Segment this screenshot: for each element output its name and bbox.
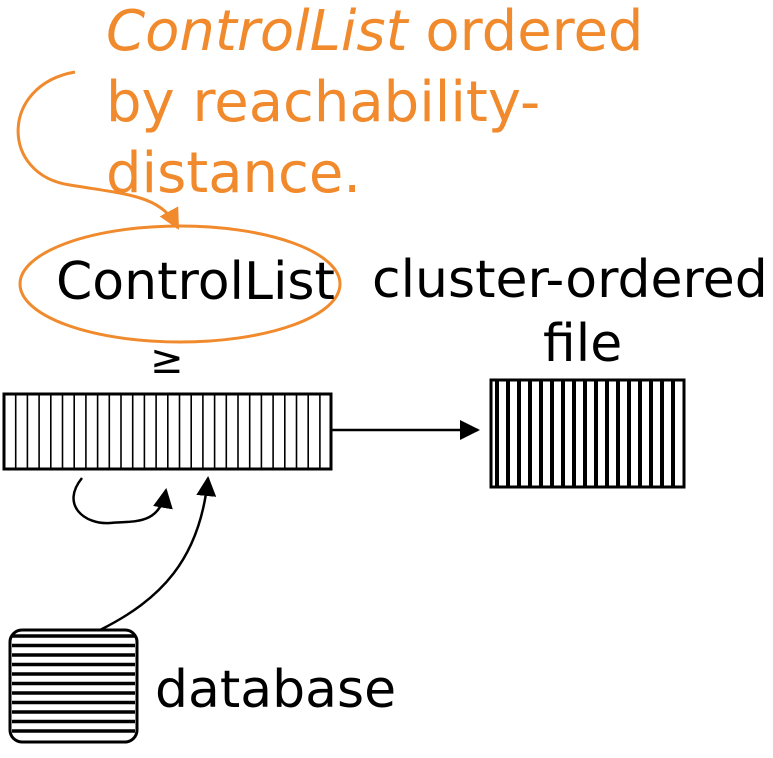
controllist-ellipse: [18, 224, 342, 344]
annotation-italic-term: ControlList: [106, 0, 408, 64]
controllist-label: ControlList: [56, 252, 335, 312]
annotation-line-1: ControlList ordered: [106, 0, 643, 64]
database-block: [8, 628, 139, 744]
annotation-line-3: distance.: [106, 141, 362, 206]
loop-arrow: [72, 477, 173, 525]
output-label-line-2: file: [543, 314, 623, 374]
controllist-bar: [2, 392, 333, 471]
database-arrow: [99, 476, 217, 632]
database-label: database: [155, 660, 397, 720]
ge-symbol: ≥: [150, 337, 184, 383]
cluster-ordered-file-block: [489, 378, 686, 489]
annotation-line-2: by reachability-: [106, 70, 541, 135]
annotation-line-1-rest: ordered: [407, 0, 644, 64]
output-label-line-1: cluster-ordered: [372, 250, 768, 310]
annotation-arrow: [16, 70, 180, 230]
